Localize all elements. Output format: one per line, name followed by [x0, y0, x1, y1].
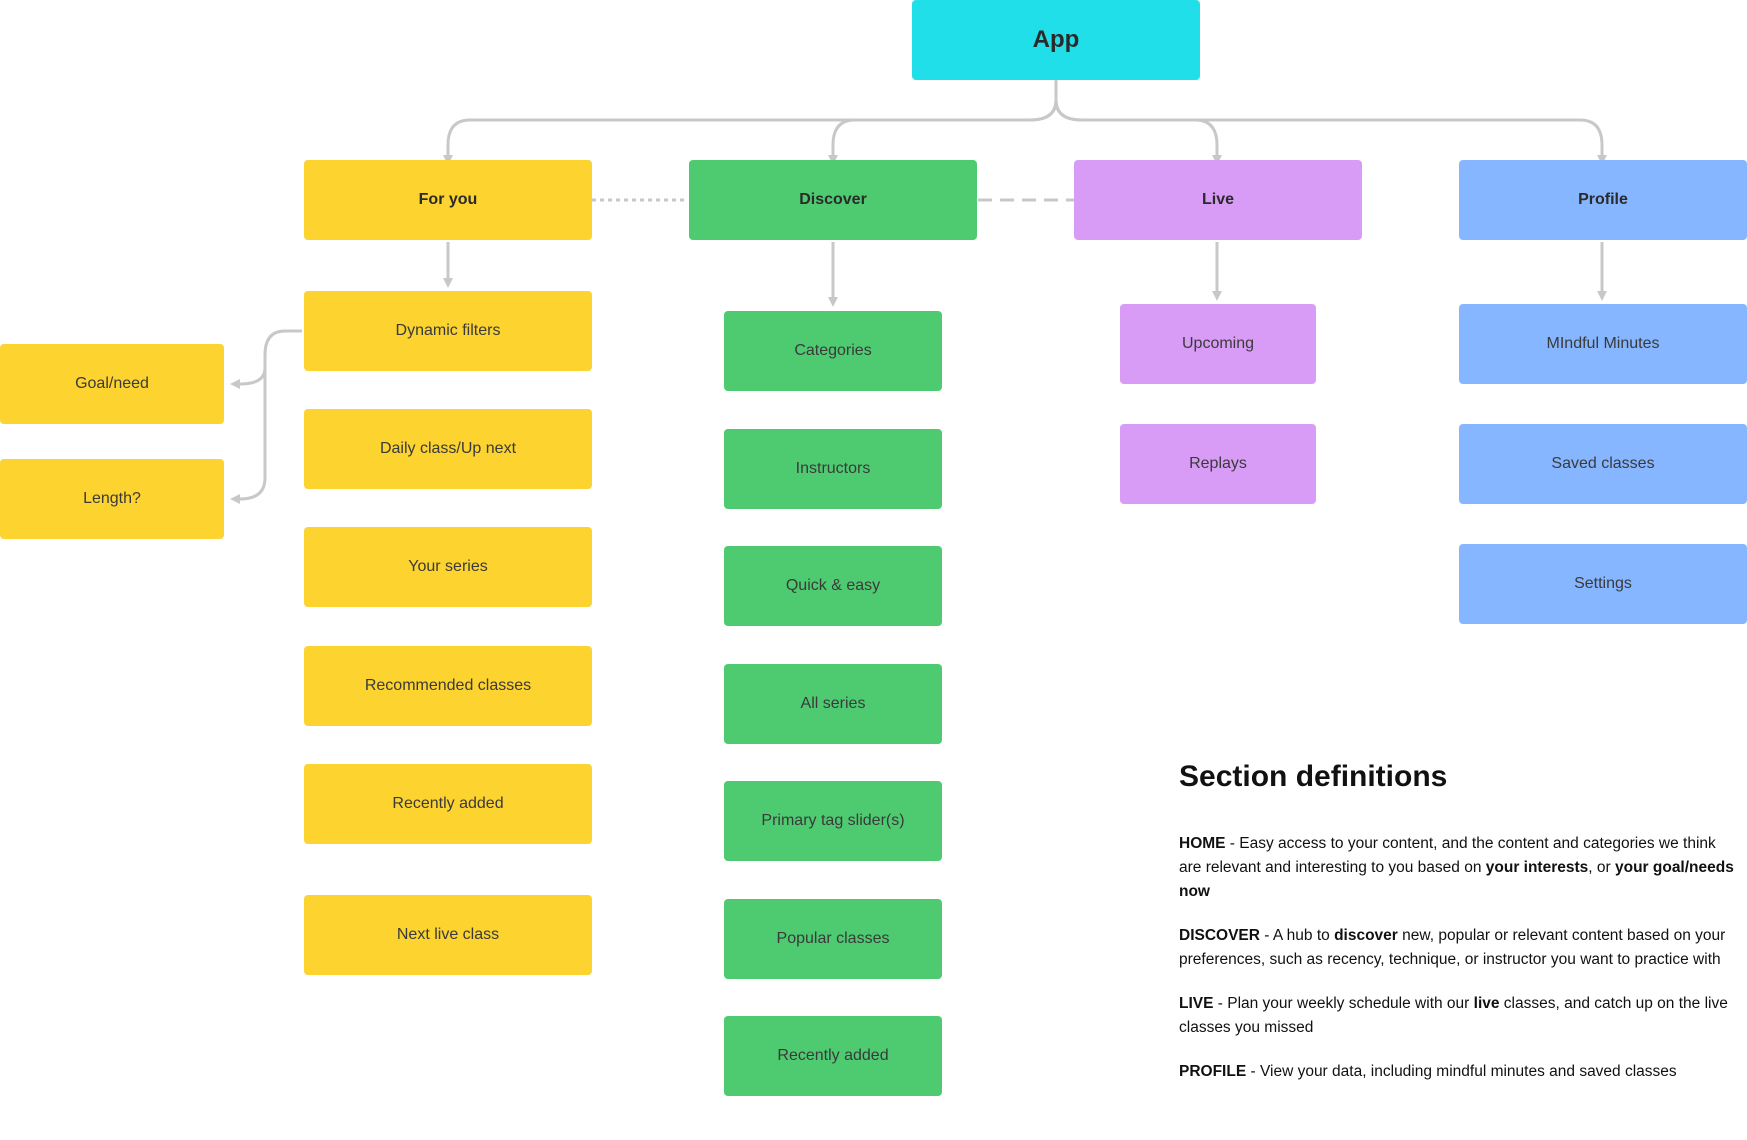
node-header-discover: Discover [689, 160, 977, 240]
definition-emphasis: live [1473, 995, 1500, 1012]
node-goal-need: Goal/need [0, 344, 224, 424]
node-label: Live [1201, 191, 1234, 208]
node-next-live-class: Next live class [304, 895, 592, 975]
node-header-profile: Profile [1459, 160, 1747, 240]
node-label: Replays [1189, 455, 1247, 472]
node-primary-tag-sliders: Primary tag slider(s) [724, 781, 942, 861]
node-popular-classes: Popular classes [724, 899, 942, 979]
connector-root-discover [828, 99, 1058, 165]
node-label: Upcoming [1181, 335, 1255, 352]
node-label: Profile [1578, 191, 1628, 208]
definitions-title: Section definitions [1179, 760, 1448, 793]
node-label: Settings [1574, 575, 1632, 592]
connector-filters-goal [230, 329, 302, 389]
node-recently-added-discover: Recently added [724, 1016, 942, 1096]
node-label: Goal/need [75, 375, 149, 392]
node-header-for-you: For you [304, 160, 592, 240]
node-label: Recently added [777, 1047, 889, 1064]
definition-emphasis: your goal/needs now [1179, 859, 1734, 900]
node-header-live: Live [1074, 160, 1362, 240]
node-label: Daily class/Up next [379, 440, 517, 457]
node-label: Dynamic filters [395, 322, 501, 339]
section-definitions: Section definitions HOME - Easy access t… [1179, 760, 1739, 1104]
node-label: Categories [794, 342, 872, 359]
definition-text: - View your data, including mindful minu… [1246, 1063, 1677, 1080]
node-instructors: Instructors [724, 429, 942, 509]
node-root-app: App [912, 0, 1200, 80]
definition-text: classes, and catch up on the live classe… [1179, 995, 1728, 1036]
definition-discover: DISCOVER - A hub to discover new, popula… [1179, 924, 1739, 972]
node-all-series: All series [724, 664, 942, 744]
definition-term: DISCOVER [1179, 927, 1260, 944]
node-label: App [1032, 26, 1080, 53]
node-label: Primary tag slider(s) [761, 812, 905, 829]
node-label: Discover [799, 191, 867, 208]
node-your-series: Your series [304, 527, 592, 607]
node-length: Length? [0, 459, 224, 539]
node-quick-easy: Quick & easy [724, 546, 942, 626]
node-daily-class: Daily class/Up next [304, 409, 592, 489]
definition-live: LIVE - Plan your weekly schedule with ou… [1179, 992, 1739, 1040]
definition-home: HOME - Easy access to your content, and … [1179, 832, 1739, 904]
node-label: Quick & easy [785, 577, 881, 594]
definition-emphasis: your interests [1485, 859, 1589, 876]
definition-term: PROFILE [1179, 1063, 1247, 1080]
node-dynamic-filters: Dynamic filters [304, 291, 592, 371]
definition-term: LIVE [1179, 995, 1214, 1012]
node-label: All series [800, 695, 866, 712]
definition-profile: PROFILE - View your data, including mind… [1179, 1060, 1739, 1084]
node-categories: Categories [724, 311, 942, 391]
definition-emphasis: discover [1334, 927, 1398, 944]
node-label: Next live class [396, 926, 500, 943]
definition-term: HOME [1179, 835, 1226, 852]
definition-text: , or [1588, 859, 1615, 876]
definition-text: new, popular or relevant content based o… [1179, 927, 1726, 968]
node-label: For you [418, 191, 478, 208]
node-label: MIndful Minutes [1546, 335, 1660, 352]
node-recommended-classes: Recommended classes [304, 646, 592, 726]
node-saved-classes: Saved classes [1459, 424, 1747, 504]
connector-filters-length [230, 365, 267, 504]
node-label: Recommended classes [364, 677, 532, 694]
node-label: Length? [83, 490, 141, 507]
node-label: Popular classes [776, 930, 890, 947]
connector-root-profile [1054, 99, 1607, 165]
node-label: Recently added [392, 795, 504, 812]
node-label: Saved classes [1551, 455, 1655, 472]
node-upcoming: Upcoming [1120, 304, 1316, 384]
node-settings: Settings [1459, 544, 1747, 624]
node-recently-added-foryou: Recently added [304, 764, 592, 844]
node-mindful-minutes: MIndful Minutes [1459, 304, 1747, 384]
definition-text: - Easy access to your content, and the c… [1179, 835, 1716, 876]
node-label: Your series [408, 558, 488, 575]
node-replays: Replays [1120, 424, 1316, 504]
definition-text: - Plan your weekly schedule with our [1213, 995, 1474, 1012]
node-label: Instructors [795, 460, 871, 477]
definition-text: - A hub to [1259, 927, 1335, 944]
